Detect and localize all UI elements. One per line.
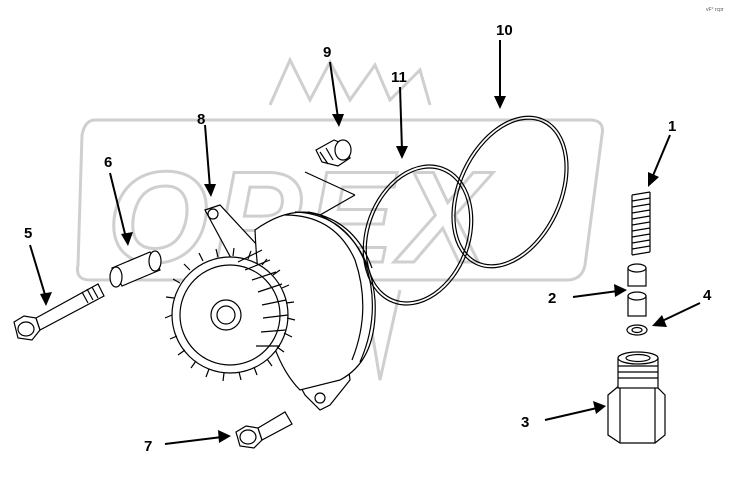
part-9-plug bbox=[304, 139, 356, 216]
callout-11: 11 bbox=[391, 69, 407, 86]
part-2-plunger bbox=[627, 263, 647, 317]
callout-6: 6 bbox=[104, 154, 112, 171]
callout-4: 4 bbox=[703, 287, 712, 304]
part-4-washer bbox=[626, 324, 648, 336]
part-3-plug bbox=[607, 351, 666, 444]
callout-3: 3 bbox=[521, 414, 529, 431]
part-6-dowel bbox=[109, 250, 162, 288]
corner-code: vF° rcpr bbox=[706, 7, 724, 13]
part-8-oil-pump bbox=[164, 204, 376, 411]
part-10-o-ring bbox=[451, 115, 569, 269]
callout-8: 8 bbox=[197, 111, 205, 128]
callout-10: 10 bbox=[496, 22, 513, 39]
part-11-o-ring bbox=[362, 164, 474, 306]
callout-labels: 5 6 8 9 11 10 1 2 4 3 7 bbox=[24, 22, 712, 455]
leader-arrows bbox=[29, 40, 701, 445]
callout-5: 5 bbox=[24, 225, 32, 242]
callout-1: 1 bbox=[668, 118, 676, 135]
part-5-bolt bbox=[13, 283, 105, 341]
callout-9: 9 bbox=[323, 44, 331, 61]
callout-2: 2 bbox=[548, 290, 556, 307]
part-7-bolt bbox=[235, 411, 293, 449]
callout-7: 7 bbox=[144, 438, 152, 455]
part-1-spring bbox=[631, 191, 651, 256]
